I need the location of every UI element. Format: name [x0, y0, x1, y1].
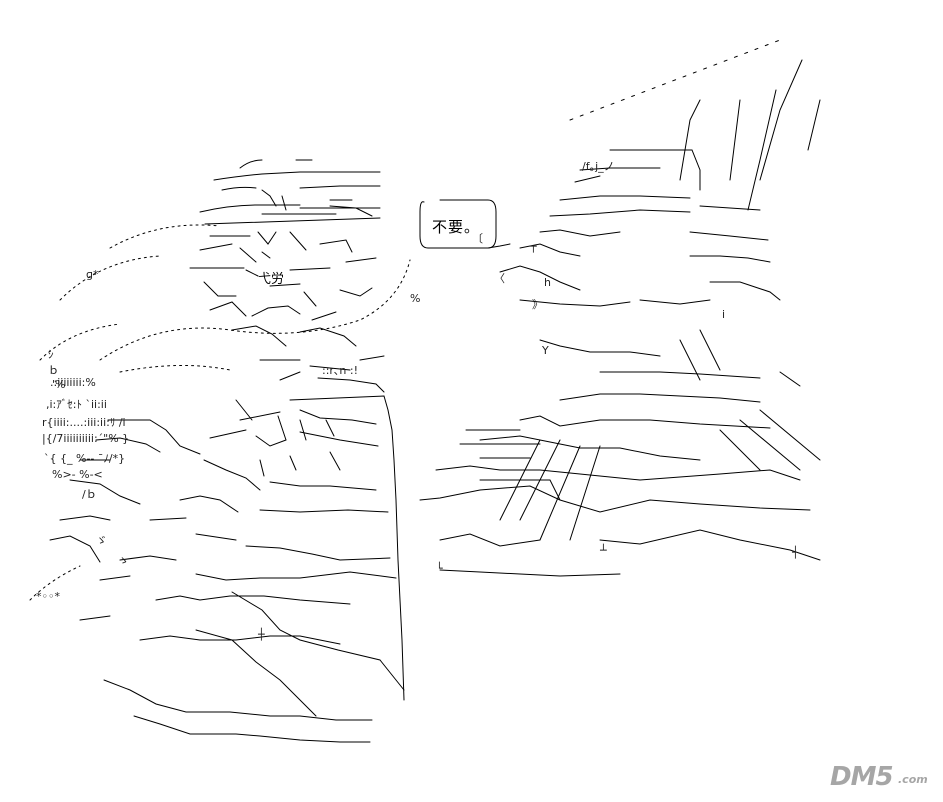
- ascii-line-o: ｼ: [48, 348, 54, 361]
- watermark-domain: .com: [898, 773, 928, 786]
- ascii-line-i: ゝ: [118, 554, 129, 567]
- ascii-line-r: %: [410, 292, 421, 305]
- ascii-line-p: ｂ: [48, 364, 59, 377]
- ascii-line-c: r{iiii:....:iii:ii:ﾘ /i: [42, 416, 126, 429]
- right-figure-tag: /f｡j_ノ: [582, 160, 615, 173]
- ascii-line-w: ┴: [600, 544, 607, 557]
- ascii-line-s: Y: [542, 344, 549, 357]
- ascii-line-j: 〔: [472, 232, 483, 245]
- ascii-line-e: `{ {_ %-‐ ¯ﾉ/*}: [44, 452, 126, 465]
- ascii-line-a: .:iiiiiiii:%: [50, 376, 96, 389]
- ascii-line-v: ┬: [530, 240, 537, 253]
- rina-text: ::r､n :!: [322, 364, 359, 377]
- site-watermark: DM5 .com: [830, 762, 930, 792]
- ascii-line-h: ゞ: [96, 534, 107, 547]
- right-figure: [419, 39, 821, 577]
- watermark-logo: DM5: [830, 762, 894, 792]
- ascii-line-k: 〈: [494, 272, 505, 285]
- ascii-line-g: /ｂ: [82, 488, 97, 501]
- ascii-line-l: 》: [532, 298, 543, 311]
- ascii-line-b: ,i:ｱﾞｾ:ﾄ `ii:ii: [46, 398, 107, 411]
- ascii-line-x: ┤: [792, 546, 799, 559]
- ascii-line-n: *◦◦*: [36, 590, 60, 603]
- ascii-line-z: h: [544, 276, 551, 289]
- ascii-line-t: i: [722, 308, 726, 321]
- left-figure: [29, 159, 411, 743]
- ascii-line-y: └: [436, 562, 443, 575]
- ascii-line-m: ɡ*: [86, 268, 99, 281]
- ascii-line-d: |{/7iiiiiiiiii:´"% }: [42, 432, 130, 445]
- ascii-line-q: '%: [52, 378, 66, 391]
- ascii-line-f: %>- %-<: [52, 468, 103, 481]
- left-figure-tag: 弋労: [258, 272, 285, 287]
- ascii-line-u: ┼: [258, 628, 265, 641]
- speech-bubble-outline: [419, 199, 511, 249]
- speech-bubble-text: 不要。: [432, 218, 481, 236]
